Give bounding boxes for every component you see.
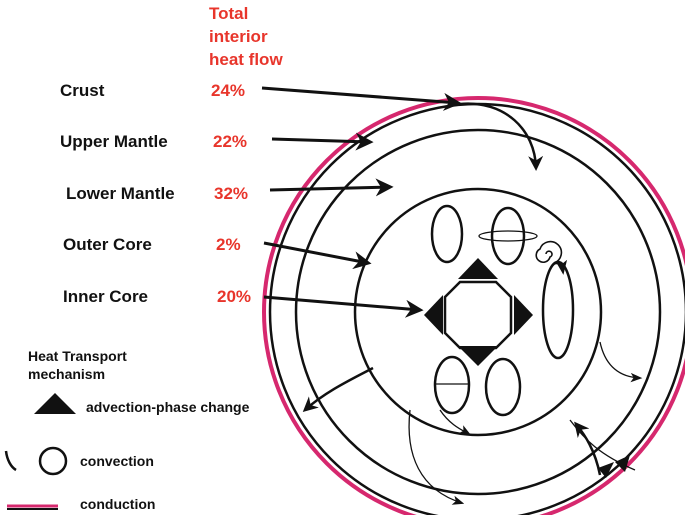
heat-flow-title: Total interior heat flow	[209, 2, 283, 71]
inner-core-octagon	[443, 280, 513, 350]
outer-core-boundary	[353, 187, 603, 437]
pointer-arrow-inner-core	[263, 295, 424, 318]
phase-change-triangle-crust-b	[615, 455, 630, 472]
phase-change-triangle-crust-a	[598, 462, 614, 478]
mantle-curve-bottom	[408, 409, 465, 505]
phase-change-triangle-left	[424, 295, 443, 335]
legend-title: Heat Transport mechanism	[28, 347, 127, 383]
crust-loop-arrow	[459, 102, 544, 171]
layer-label-lower-mantle: Lower Mantle	[66, 184, 175, 203]
convection-cell-ring	[478, 230, 538, 242]
pointer-arrow-crust	[261, 86, 462, 111]
layer-label-upper-mantle: Upper Mantle	[60, 132, 168, 151]
legend-conduction-label: conduction	[80, 496, 156, 512]
percent-upper-mantle: 22%	[213, 132, 248, 151]
upper-mantle-boundary	[294, 128, 662, 496]
pointer-arrow-upper-mantle	[271, 132, 374, 151]
phase-change-triangle-bottom	[458, 346, 498, 366]
layer-label-outer-core: Outer Core	[63, 235, 152, 254]
pointer-arrow-lower-mantle	[269, 178, 394, 197]
legend-advection-label: advection-phase change	[86, 399, 250, 415]
legend-title-line-1: Heat Transport	[28, 348, 127, 364]
pointer-arrow-outer-core	[263, 241, 372, 270]
convection-cell-top-right	[490, 206, 526, 266]
percent-crust: 24%	[211, 81, 246, 100]
mantle-curve-left-arrow	[302, 366, 374, 413]
mantle-curve-bottom-right-arrow	[574, 421, 602, 476]
phase-change-triangle-right	[514, 295, 533, 335]
percent-inner-core: 20%	[217, 287, 252, 306]
layer-label-inner-core: Inner Core	[63, 287, 149, 306]
mantle-curve-bottom-small	[439, 409, 472, 436]
title-line-3: heat flow	[209, 50, 283, 69]
convection-cell-bottom-left	[433, 355, 471, 415]
convection-cell-top-left	[430, 204, 464, 264]
spiral-tail-arrow	[553, 259, 568, 275]
triangle-icon	[34, 393, 76, 414]
convection-cell-bottom-right	[484, 357, 522, 417]
circle-icon	[38, 446, 68, 476]
legend-convection-label: convection	[80, 453, 154, 469]
title-line-2: interior	[209, 27, 268, 46]
crust-outer-boundary	[262, 96, 685, 515]
arc-icon	[4, 450, 17, 472]
layer-label-crust: Crust	[60, 81, 105, 100]
title-line-1: Total	[209, 4, 249, 23]
percent-lower-mantle: 32%	[214, 184, 249, 203]
phase-change-triangle-top	[458, 258, 498, 279]
legend-title-line-2: mechanism	[28, 366, 106, 382]
convection-cell-tall-right	[541, 260, 575, 360]
spiral-icon	[535, 240, 563, 264]
mantle-curve-right	[599, 341, 643, 383]
percent-outer-core: 2%	[216, 235, 241, 254]
